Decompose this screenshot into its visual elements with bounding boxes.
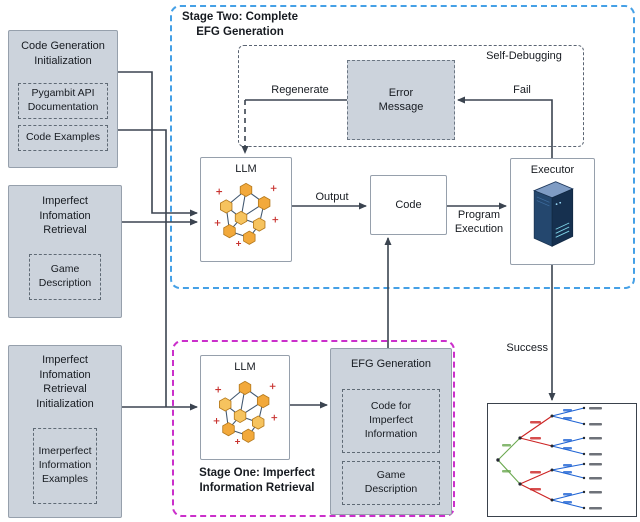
item-game-description: Game Description [29, 254, 101, 300]
self-debugging-region [238, 45, 584, 147]
panel-title: Imperfect Infomation Retrieval Initializ… [36, 354, 94, 410]
llm-neural-network-icon [212, 376, 278, 446]
panel-title: Imperfect Infomation Retrieval [39, 195, 91, 237]
error-message-label: Error Message [378, 86, 424, 113]
tree-label-marks [502, 407, 602, 510]
line-code-examples-to-stage-one [118, 129, 167, 407]
stage-one-title: Stage One: Imperfect Information Retriev… [199, 467, 315, 494]
self-debugging-label: Self-Debugging [486, 50, 562, 62]
item-label: Code Examples [25, 131, 101, 144]
panel-title: EFG Generation [350, 358, 432, 370]
item-imperfect-information-examples: Imerperfect Information Examples [33, 428, 97, 504]
item-label: Game Description [364, 469, 418, 495]
llm-label: LLM [235, 163, 257, 175]
item-label: Game Description [38, 263, 92, 289]
item-code-for-imperfect-information: Code for Imperfect Information [342, 389, 440, 453]
llm-neural-network-icon [213, 178, 279, 248]
code-label: Code [395, 199, 422, 211]
panel-title: Code Generation Initialization [21, 40, 105, 67]
llm-node-stage-one: LLM [200, 355, 290, 460]
program-execution-label: Program Execution [454, 209, 504, 235]
success-label: Success [506, 342, 548, 354]
item-pygambit-api-documentation: Pygambit API Documentation [18, 83, 108, 119]
panel-efg-generation: EFG Generation Code for Imperfect Inform… [330, 348, 452, 515]
item-game-description: Game Description [342, 461, 440, 505]
stage-two-title: Stage Two: Complete EFG Generation [181, 11, 299, 38]
item-label: Pygambit API Documentation [27, 87, 99, 113]
error-message-box: Error Message [347, 60, 455, 140]
item-label: Code for Imperfect Information [364, 400, 418, 440]
regenerate-label: Regenerate [271, 84, 329, 96]
llm-label: LLM [234, 361, 256, 373]
llm-node-stage-two: LLM [200, 157, 292, 262]
server-tower-icon [526, 179, 580, 249]
item-code-examples: Code Examples [18, 125, 108, 151]
executor-label: Executor [530, 164, 575, 176]
panel-imperfect-information-retrieval: Imperfect Infomation Retrieval Game Desc… [8, 185, 122, 318]
code-node: Code [370, 175, 447, 235]
stage-one-region [172, 340, 455, 517]
fail-label: Fail [513, 84, 531, 96]
executor-node: Executor [510, 158, 595, 265]
game-tree-figure [496, 406, 602, 510]
panel-code-generation-initialization: Code Generation Initialization Pygambit … [8, 30, 118, 168]
panel-imperfect-information-retrieval-initialization: Imperfect Infomation Retrieval Initializ… [8, 345, 122, 518]
output-label: Output [315, 191, 349, 203]
item-label: Imerperfect Information Examples [38, 445, 92, 485]
game-tree-result-box [487, 403, 637, 517]
